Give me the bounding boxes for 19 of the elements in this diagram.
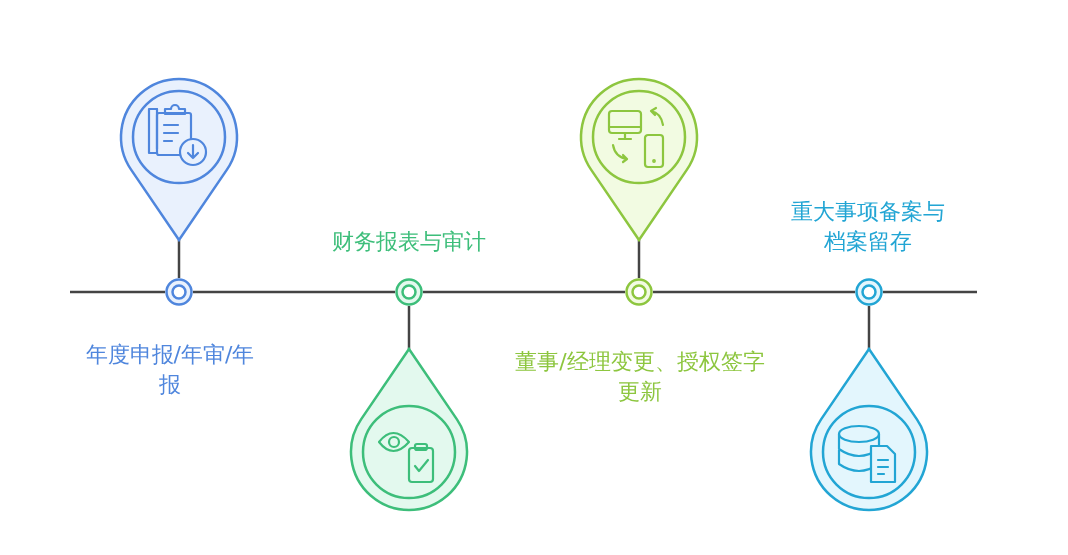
location-pin [809,347,929,512]
timeline-stop [625,278,653,306]
location-pin [119,77,239,242]
connector-line [637,240,641,278]
timeline-stop [395,278,423,306]
stage-label: 重大事项备案与档案留存 [790,198,946,256]
stage-label: 董事/经理变更、授权签字更新 [515,348,765,406]
connector-line [177,240,181,278]
stage-label: 财务报表与审计 [331,228,487,256]
timeline-stop [855,278,883,306]
connector-line [193,290,395,294]
stage-label: 年度申报/年审/年报 [84,341,256,399]
connector-line [423,290,625,294]
connector-line [653,290,855,294]
location-pin [579,77,699,242]
location-pin [349,347,469,512]
connector-line [407,306,411,349]
timeline-stop [165,278,193,306]
connector-line [867,306,871,349]
